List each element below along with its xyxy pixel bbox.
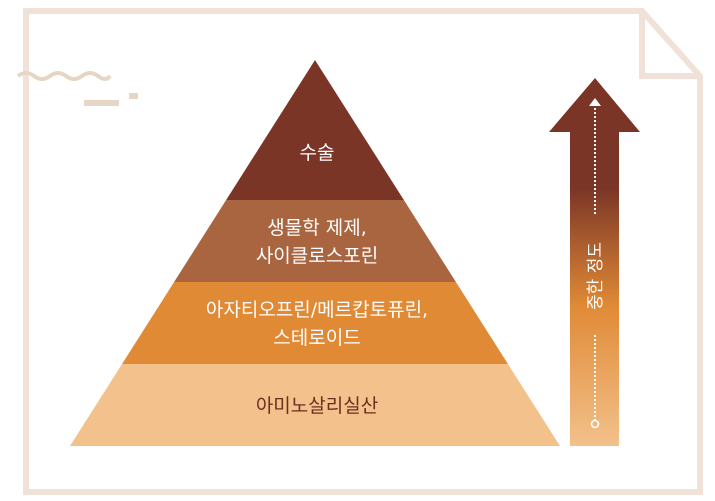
pyramid-level-4 [70, 364, 560, 446]
arrow-label: 중한 정도 [586, 242, 606, 310]
pyramid-level-label: 생물학 제제, [267, 217, 366, 239]
pyramid-level-1 [226, 60, 404, 200]
pyramid-level-label: 아자티오프린/메르캅토퓨린, [206, 299, 428, 321]
pyramid-level-label: 사이클로스포린 [256, 245, 378, 267]
severity-arrow: 중한 정도 [549, 78, 640, 446]
pyramid-level-3 [122, 282, 508, 364]
page-fold [639, 11, 700, 79]
dash-decoration [84, 100, 119, 106]
page-frame [23, 8, 703, 495]
wave-decoration [16, 71, 112, 81]
pyramid-level-label: 스테로이드 [273, 327, 360, 349]
pyramid-level-label: 수술 [300, 142, 335, 164]
dot-decoration [129, 93, 138, 99]
pyramid-level-label: 아미노살리실산 [256, 395, 378, 417]
pyramid-level-2 [174, 200, 456, 282]
